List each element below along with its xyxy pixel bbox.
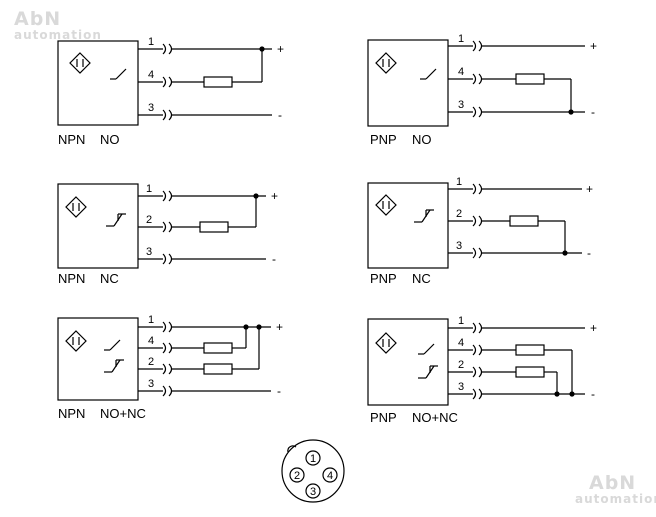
load-resistor <box>515 73 545 85</box>
switch-no-icon <box>104 339 121 351</box>
switch-no-icon <box>420 68 437 80</box>
pin-label: 1 <box>146 183 152 195</box>
diagram-pnp-nc <box>367 182 582 269</box>
sensor-icon <box>375 332 397 354</box>
pin-label: 3 <box>148 102 154 114</box>
pin-label: 1 <box>458 33 464 45</box>
sensor-type-label: NPN <box>58 406 85 421</box>
sensor-type-label: PNP <box>370 271 397 286</box>
negative-terminal: - <box>277 384 281 398</box>
sensor-box <box>367 318 449 406</box>
pin-label: 2 <box>458 359 464 371</box>
diagram-npn-no-nc <box>57 317 271 401</box>
pin-label: 4 <box>148 69 154 81</box>
load-resistor <box>203 363 233 375</box>
connector-pin-2-label: 2 <box>294 470 300 482</box>
positive-terminal: + <box>276 320 283 334</box>
sensor-icon <box>375 52 397 74</box>
output-type-label: NO <box>100 132 120 147</box>
diagram-npn-no <box>57 40 272 126</box>
sensor-type-label: NPN <box>58 132 85 147</box>
load-resistor <box>515 366 545 378</box>
sensor-box <box>57 40 139 126</box>
sensor-icon <box>65 196 87 218</box>
switch-nc-icon <box>414 209 434 223</box>
positive-terminal: + <box>586 182 593 196</box>
pin-label: 4 <box>458 337 464 349</box>
sensor-icon <box>375 194 397 216</box>
connector-pin-4 <box>322 467 338 483</box>
output-type-label: NO+NC <box>100 406 146 421</box>
connector-pin-4-label: 4 <box>327 470 333 482</box>
diagram-pnp-no <box>367 39 585 127</box>
watermark-sub: automation <box>575 492 656 506</box>
positive-terminal: + <box>277 42 284 56</box>
load-resistor <box>515 344 545 356</box>
connector-pin-3 <box>305 483 321 499</box>
pin-label: 1 <box>456 176 462 188</box>
connector-key <box>287 445 297 453</box>
output-type-label: NC <box>412 271 431 286</box>
output-type-label: NC <box>100 271 119 286</box>
watermark-sub: automation <box>14 28 102 42</box>
negative-terminal: - <box>591 105 595 119</box>
diagram-npn-nc <box>57 183 266 269</box>
pin-label: 1 <box>458 315 464 327</box>
sensor-type-label: PNP <box>370 410 397 425</box>
connector-outline <box>281 439 345 503</box>
connector-pin-1 <box>305 450 321 466</box>
pin-label: 3 <box>458 99 464 111</box>
diagram-pnp-no-nc <box>367 318 585 406</box>
watermark-brand: AbN <box>589 472 637 494</box>
pin-label: 2 <box>456 208 462 220</box>
sensor-box <box>57 183 139 269</box>
output-type-label: NO+NC <box>412 410 458 425</box>
sensor-box <box>367 39 449 127</box>
negative-terminal: - <box>272 252 276 266</box>
positive-terminal: + <box>590 39 597 53</box>
switch-no-icon <box>110 68 127 80</box>
connector-pin-1-label: 1 <box>310 453 316 465</box>
negative-terminal: - <box>587 246 591 260</box>
negative-terminal: - <box>278 108 282 122</box>
switch-nc-icon <box>104 359 124 373</box>
pin-label: 2 <box>146 214 152 226</box>
negative-terminal: - <box>591 387 595 401</box>
pin-label: 1 <box>148 314 154 326</box>
switch-no-icon <box>418 343 435 355</box>
load-resistor <box>203 342 233 354</box>
pin-label: 1 <box>148 36 154 48</box>
sensor-icon <box>69 52 91 74</box>
sensor-icon <box>65 330 87 352</box>
sensor-box <box>367 182 449 269</box>
positive-terminal: + <box>590 321 597 335</box>
load-resistor <box>203 76 233 88</box>
connector-pinout <box>281 439 345 503</box>
switch-nc-icon <box>418 365 438 379</box>
pin-label: 3 <box>146 246 152 258</box>
load-resistor <box>199 221 229 233</box>
switch-nc-icon <box>106 213 126 227</box>
sensor-box <box>57 317 139 401</box>
pin-label: 3 <box>148 378 154 390</box>
pin-label: 3 <box>456 240 462 252</box>
pin-label: 3 <box>458 381 464 393</box>
connector-pin-3-label: 3 <box>310 486 316 498</box>
load-resistor <box>509 215 539 227</box>
watermark-brand: AbN <box>14 8 62 30</box>
sensor-type-label: NPN <box>58 271 85 286</box>
watermark-bottom-right: AbN automation <box>575 472 656 506</box>
positive-terminal: + <box>271 189 278 203</box>
watermark-top-left: AbN automation <box>14 8 102 42</box>
connector-pin-2 <box>289 467 305 483</box>
sensor-type-label: PNP <box>370 132 397 147</box>
pin-label: 4 <box>458 66 464 78</box>
output-type-label: NO <box>412 132 432 147</box>
pin-label: 2 <box>148 356 154 368</box>
pin-label: 4 <box>148 335 154 347</box>
